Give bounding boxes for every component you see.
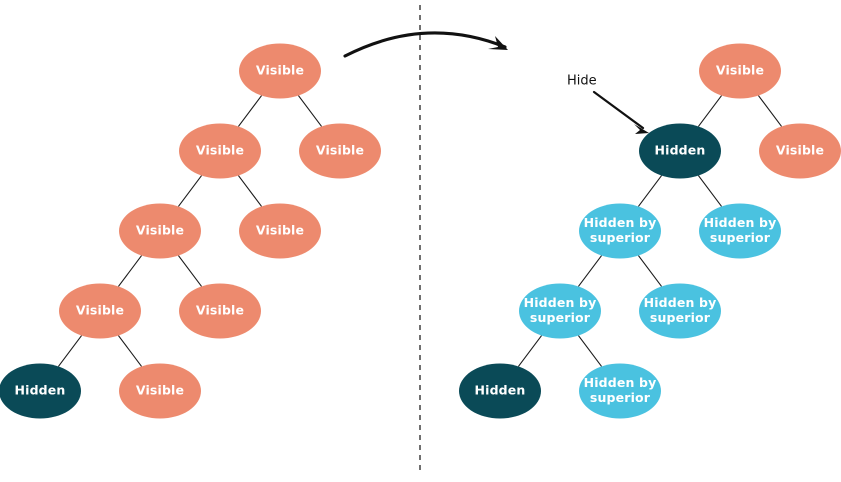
right-tree-edges [517, 95, 783, 367]
node-ellipse[interactable] [119, 363, 201, 419]
tree-node-visible[interactable]: Visible [759, 123, 841, 179]
node-ellipse[interactable] [239, 43, 321, 99]
node-ellipse[interactable] [179, 283, 261, 339]
tree-node-visible[interactable]: Visible [59, 283, 141, 339]
tree-node-visible[interactable]: Visible [239, 203, 321, 259]
node-ellipse[interactable] [699, 43, 781, 99]
transform-arrow-head-icon [488, 36, 508, 50]
left-tree-edges [57, 95, 323, 367]
transform-arrow-group [343, 31, 508, 58]
tree-node-visible[interactable]: Visible [699, 43, 781, 99]
tree-edge [577, 335, 603, 367]
tree-node-visible[interactable]: Visible [119, 363, 201, 419]
tree-edge [177, 175, 203, 207]
node-ellipse[interactable] [759, 123, 841, 179]
tree-edge [237, 175, 263, 207]
node-ellipse[interactable] [299, 123, 381, 179]
node-ellipse[interactable] [579, 363, 661, 419]
tree-node-hidden[interactable]: Hidden [639, 123, 721, 179]
transform-curved-arrow [343, 31, 507, 58]
tree-edge [637, 175, 663, 207]
tree-node-visible[interactable]: Visible [299, 123, 381, 179]
tree-edge [117, 255, 143, 287]
node-ellipse[interactable] [579, 203, 661, 259]
tree-edge [57, 335, 83, 367]
tree-node-hidden[interactable]: Hidden [459, 363, 541, 419]
node-ellipse[interactable] [59, 283, 141, 339]
hide-annotation-label: Hide [567, 74, 597, 89]
tree-edge [177, 255, 203, 287]
node-ellipse[interactable] [519, 283, 601, 339]
node-ellipse[interactable] [0, 363, 81, 419]
tree-node-visible[interactable]: Visible [179, 123, 261, 179]
hide-annotation-group: Hide [567, 74, 649, 134]
tree-edge [237, 95, 263, 127]
tree-node-hidden[interactable]: Hidden [0, 363, 81, 419]
tree-edge [117, 335, 143, 367]
node-ellipse[interactable] [699, 203, 781, 259]
node-ellipse[interactable] [639, 123, 721, 179]
node-ellipse[interactable] [119, 203, 201, 259]
tree-edge [757, 95, 783, 127]
tree-node-visible[interactable]: Visible [239, 43, 321, 99]
tree-node-visible[interactable]: Visible [119, 203, 201, 259]
tree-edge [697, 95, 723, 127]
hide-annotation-arrow [592, 90, 645, 130]
node-ellipse[interactable] [179, 123, 261, 179]
node-ellipse[interactable] [239, 203, 321, 259]
tree-edge [637, 255, 663, 287]
tree-edge [697, 175, 723, 207]
tree-edge [517, 335, 543, 367]
node-ellipse[interactable] [459, 363, 541, 419]
tree-node-visible[interactable]: Visible [179, 283, 261, 339]
hide-annotation-arrow-head-icon [634, 124, 649, 134]
tree-edge [577, 255, 603, 287]
node-ellipse[interactable] [639, 283, 721, 339]
tree-edge [297, 95, 323, 127]
